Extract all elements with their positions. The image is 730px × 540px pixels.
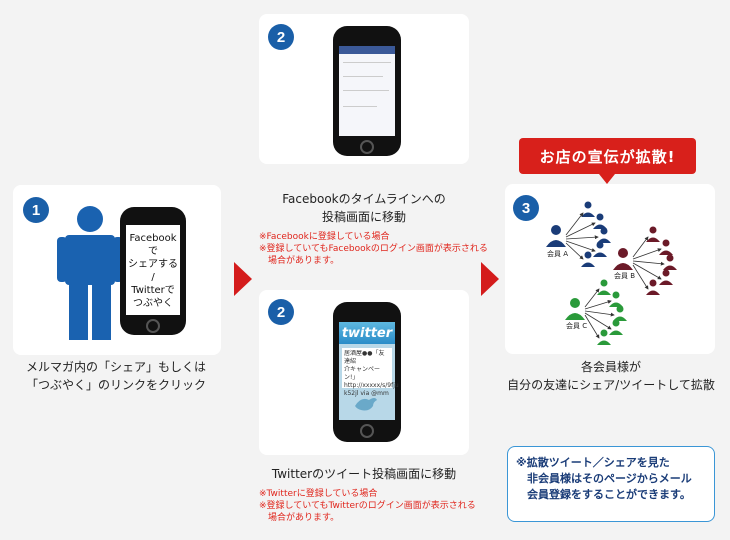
member-a-icon [546,225,566,247]
phone-line-share[interactable]: シェアする [128,259,178,270]
tweet-line: 介キャンペーン!」 [344,366,381,381]
home-button-icon [360,140,374,154]
step2b-caption-line1: Twitterのツイート投稿画面に移動 [271,467,457,481]
step1-number: 1 [23,197,49,223]
arrow-right-icon [234,262,252,296]
phone-line-tweet[interactable]: つぶやく [133,298,173,309]
step1-caption-line2: 「つぶやく」のリンクをクリック [25,378,206,392]
bird-icon [355,398,377,411]
badge-tail [599,174,615,184]
member-c-label: 会員 C [566,322,588,330]
facebook-line [343,90,389,91]
facebook-phone [333,26,401,156]
step1-caption: メルマガ内の「シェア」もしくは 「つぶやく」のリンクをクリック [0,358,232,394]
step2-twitter-notes: ※Twitterに登録している場合 ※登録していてもTwitterのログイン画面… [259,488,476,524]
tweet-box[interactable]: 居酒屋●●「友達紹 介キャンペーン!」 http://xxxxx/s/9fju … [342,348,399,397]
step2a-caption-line1: Facebookのタイムラインへの [282,192,446,206]
note-line: 場合があります。 [259,513,340,523]
step3-caption-line2: 自分の友達にシェア/ツイートして拡散 [507,378,715,392]
phone-line-slash: / [151,272,155,283]
step3-caption-line1: 各会員様が [580,360,641,374]
step1-caption-line1: メルマガ内の「シェア」もしくは [25,360,206,374]
info-line: 非会員様はそのページからメール [516,472,692,485]
step2b-number: 2 [268,299,294,325]
note-line: ※Twitterに登録している場合 [259,489,378,499]
phone-line-twitter[interactable]: Twitterで [131,285,175,296]
step3-caption: 各会員様が 自分の友達にシェア/ツイートして拡散 [495,358,727,394]
twitter-phone-screen: twitter 居酒屋●●「友達紹 介キャンペーン!」 http://xxxxx… [339,322,399,420]
facebook-phone-screen [339,46,395,136]
step2-facebook-caption: Facebookのタイムラインへの 投稿画面に移動 [259,190,469,226]
note-line: ※Facebookに登録している場合 [259,232,390,242]
step1-phone-screen [126,225,180,315]
facebook-line [343,106,377,107]
home-button-icon [360,424,374,438]
step3-number: 3 [513,195,539,221]
member-network-diagram [546,201,677,345]
member-c-icon [565,298,585,320]
twitter-phone: twitter 居酒屋●●「友達紹 介キャンペーン!」 http://xxxxx… [333,302,401,442]
arrow-right-icon [481,262,499,296]
tweet-line: http://xxxxx/s/9fju [344,382,399,389]
facebook-header-bar [339,46,395,54]
note-line: ※登録していてもTwitterのログイン画面が表示される [259,501,476,511]
member-a-label: 会員 A [547,250,569,258]
step2-facebook-notes: ※Facebookに登録している場合 ※登録していてもFacebookのログイン… [259,231,488,267]
facebook-line [343,76,383,77]
tweet-line: k52jl via @mm [344,390,389,397]
spread-badge: お店の宣伝が拡散! [519,138,696,174]
twitter-logo: twitter [339,322,395,344]
info-line: ※拡散ツイート／シェアを見た [516,456,670,469]
home-button-icon [146,319,160,333]
step2a-caption-line2: 投稿画面に移動 [321,210,406,224]
tweet-line: 居酒屋●●「友達紹 [344,350,385,365]
facebook-line [343,62,391,63]
member-b-label: 会員 B [614,272,636,280]
note-line: 場合があります。 [259,256,340,266]
step1-phone-text: Facebookで シェアする / Twitterで つぶやく [126,232,180,310]
member-b-icon [613,248,633,270]
info-box: ※拡散ツイート／シェアを見た 非会員様はそのページからメール 会員登録をすること… [507,446,715,522]
person-silhouette-icon [57,206,123,340]
info-line: 会員登録をすることができます。 [516,488,691,501]
note-line: ※登録していてもFacebookのログイン画面が表示される [259,244,488,254]
step2a-number: 2 [268,24,294,50]
step1-phone [120,207,186,335]
phone-line-facebook[interactable]: Facebookで [129,233,177,257]
step2-twitter-caption: Twitterのツイート投稿画面に移動 [259,465,469,483]
